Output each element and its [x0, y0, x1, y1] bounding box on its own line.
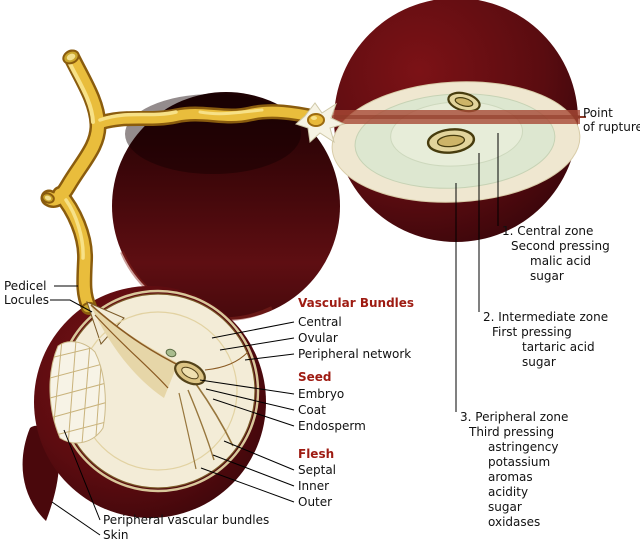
septal-line [187, 389, 215, 461]
zone-intermediate-item: tartaric acid [522, 340, 595, 354]
zone-peripheral-item: astringency [488, 440, 559, 454]
zone-intermediate-item: sugar [522, 355, 556, 369]
stem-cut-end-left [41, 192, 55, 204]
zone-central-title: 1. Central zone [502, 224, 594, 238]
point-of-rupture-line2: of rupture [583, 120, 640, 134]
label-peripheral-vascular-bundles: Peripheral vascular bundles [103, 513, 270, 527]
zone-central: 1. Central zone Second pressing malic ac… [502, 224, 610, 284]
label-skin: Skin [103, 528, 129, 542]
leader-lines [50, 133, 499, 536]
grape-top-right [295, 0, 586, 242]
heading-flesh: Flesh [298, 447, 335, 461]
zone-peripheral-title: 3. Peripheral zone [460, 410, 569, 424]
zone-peripheral-item: potassium [488, 455, 551, 469]
label-peripheral-network: Peripheral network [298, 347, 412, 361]
label-outer: Outer [298, 495, 333, 509]
pedicel-stem [40, 49, 322, 315]
label-coat: Coat [298, 403, 326, 417]
heading-seed: Seed [298, 370, 332, 384]
label-septal: Septal [298, 463, 337, 477]
label-embryo: Embryo [298, 387, 345, 401]
label-ovular: Ovular [298, 331, 338, 345]
ovule-dot [165, 348, 177, 358]
zone-central-subtitle: Second pressing [511, 239, 610, 253]
zone-peripheral-subtitle: Third pressing [469, 425, 555, 439]
zone-peripheral-item: aromas [488, 470, 533, 484]
zone-intermediate: 2. Intermediate zone First pressing tart… [483, 310, 608, 370]
zone-peripheral-item: oxidases [488, 515, 541, 529]
septal-line [178, 392, 197, 470]
heading-vascular-bundles: Vascular Bundles [298, 296, 415, 310]
septal-line [195, 383, 234, 447]
stem-cut-end-top [62, 49, 80, 65]
zone-intermediate-subtitle: First pressing [492, 325, 572, 339]
zone-central-item: sugar [530, 269, 564, 283]
zone-peripheral-item: acidity [488, 485, 529, 499]
label-endosperm: Endosperm [298, 419, 366, 433]
zone-peripheral: 3. Peripheral zone Third pressing astrin… [460, 410, 568, 530]
sepal-attachment [295, 102, 346, 144]
seed-lower [426, 128, 476, 154]
zone-intermediate-title: 2. Intermediate zone [483, 310, 609, 324]
label-pedicel: Pedicel [4, 279, 47, 293]
label-central: Central [298, 315, 342, 329]
zone-central-item: malic acid [530, 254, 592, 268]
label-point-of-rupture: Point of rupture [583, 106, 640, 134]
label-inner: Inner [298, 479, 330, 493]
seed-large [174, 360, 206, 386]
grape-cross-section-large [49, 289, 260, 493]
flesh-wedge [90, 304, 178, 398]
point-of-rupture-line1: Point [583, 106, 613, 120]
rupture-band [332, 110, 586, 124]
label-locules: Locules [4, 293, 49, 307]
zone-peripheral-item: sugar [488, 500, 522, 514]
